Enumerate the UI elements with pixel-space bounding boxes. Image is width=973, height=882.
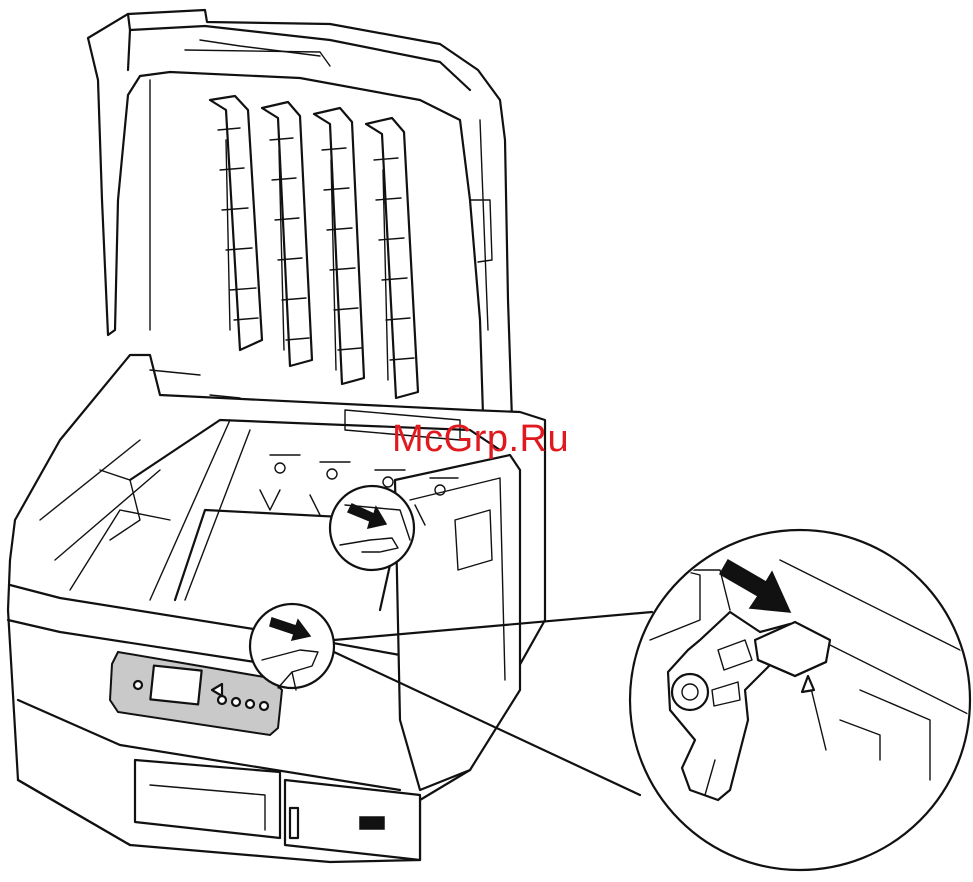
detail-circle-small-inner xyxy=(330,486,414,570)
led-head-4 xyxy=(366,118,418,398)
watermark-text: McGrp.Ru xyxy=(392,418,569,461)
led-head-2 xyxy=(262,102,312,366)
detail-circle-small-front xyxy=(250,604,334,690)
led-head-1 xyxy=(210,96,262,350)
led-head-3 xyxy=(314,108,364,384)
magnified-callout xyxy=(630,530,973,870)
